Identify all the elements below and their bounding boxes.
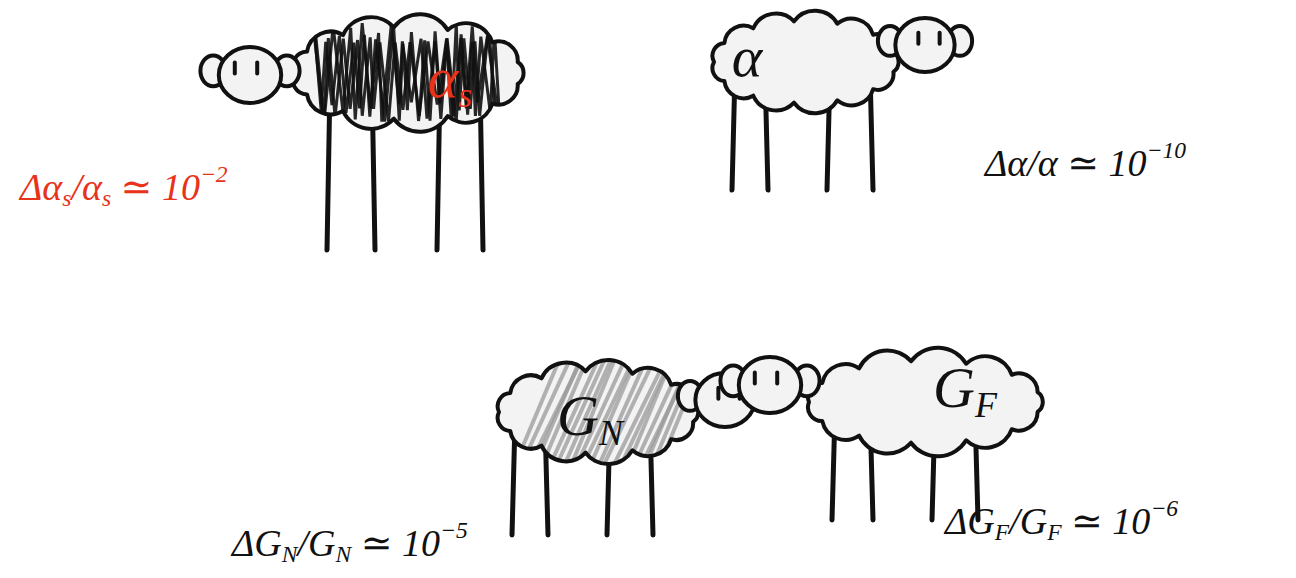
text-segment: ΔG	[945, 500, 995, 542]
sheep-head	[878, 18, 972, 72]
sheep-eye	[753, 372, 757, 383]
text-segment: ≃ 10	[351, 522, 440, 564]
text-segment: s	[62, 185, 71, 211]
sheep-illustration	[800, 352, 1050, 452]
sheep-outline	[712, 11, 898, 113]
sheep-node: GF	[800, 352, 1050, 452]
text-segment: /G	[1009, 500, 1047, 542]
sheep-eye	[233, 62, 237, 73]
text-segment: G	[933, 355, 975, 420]
scribble-stroke	[514, 357, 560, 467]
sheep-face	[739, 357, 801, 413]
text-segment: ≃ 10	[1062, 500, 1151, 542]
text-segment: ≃ 10	[111, 166, 200, 208]
sheep-head	[720, 357, 819, 413]
sheep-eye	[716, 388, 720, 399]
text-segment: α	[428, 45, 458, 110]
sheep-body	[293, 14, 524, 132]
sheep-node: αs	[285, 18, 530, 128]
constant-symbol: αs	[428, 49, 472, 114]
sheep-eye	[938, 33, 942, 44]
constant-symbol: α	[732, 28, 762, 86]
sheep-node: GN	[490, 362, 705, 462]
text-segment: Δα	[20, 166, 62, 208]
text-segment: −5	[440, 517, 468, 543]
text-segment: −2	[200, 161, 228, 187]
uncertainty-label: ΔGN/GN ≃ 10−5	[232, 516, 468, 570]
scribble-stroke	[645, 357, 691, 467]
sheep-scribble	[314, 22, 499, 124]
text-segment: F	[995, 519, 1009, 545]
text-segment: N	[335, 541, 351, 567]
text-segment: F	[975, 386, 997, 426]
uncertainty-label: Δαs/αs ≃ 10−2	[20, 160, 228, 214]
text-segment: N	[599, 414, 623, 454]
uncertainty-label: Δα/α ≃ 10−10	[985, 136, 1186, 187]
constant-symbol: GF	[933, 359, 997, 424]
text-segment: Δα/α ≃ 10	[985, 142, 1147, 184]
sheep-eye	[775, 372, 779, 383]
sheep-face	[219, 47, 281, 103]
sheep-illustration	[285, 18, 530, 128]
text-segment: ΔG	[232, 522, 282, 564]
text-segment: N	[282, 541, 298, 567]
text-segment: G	[557, 383, 599, 448]
constant-symbol: GN	[557, 387, 623, 452]
text-segment: s	[458, 76, 472, 116]
sheep-body	[712, 11, 898, 113]
sheep-outline	[293, 14, 524, 132]
sheep-eye	[255, 62, 259, 73]
text-segment: −6	[1150, 495, 1178, 521]
text-segment: s	[102, 185, 111, 211]
sheep-outline	[498, 360, 699, 464]
text-segment: /α	[71, 166, 102, 208]
text-segment: α	[732, 24, 762, 89]
sheep-outline	[808, 348, 1043, 457]
text-segment: −10	[1147, 137, 1186, 163]
sheep-head	[200, 47, 299, 103]
sheep-eye	[916, 33, 920, 44]
scribble-stroke	[314, 23, 496, 123]
text-segment: /G	[297, 522, 335, 564]
uncertainty-label: ΔGF/GF ≃ 10−6	[945, 494, 1178, 548]
sheep-node: α	[705, 12, 905, 112]
sheep-body	[808, 348, 1043, 457]
text-segment: F	[1047, 519, 1061, 545]
sheep-face	[895, 18, 954, 72]
